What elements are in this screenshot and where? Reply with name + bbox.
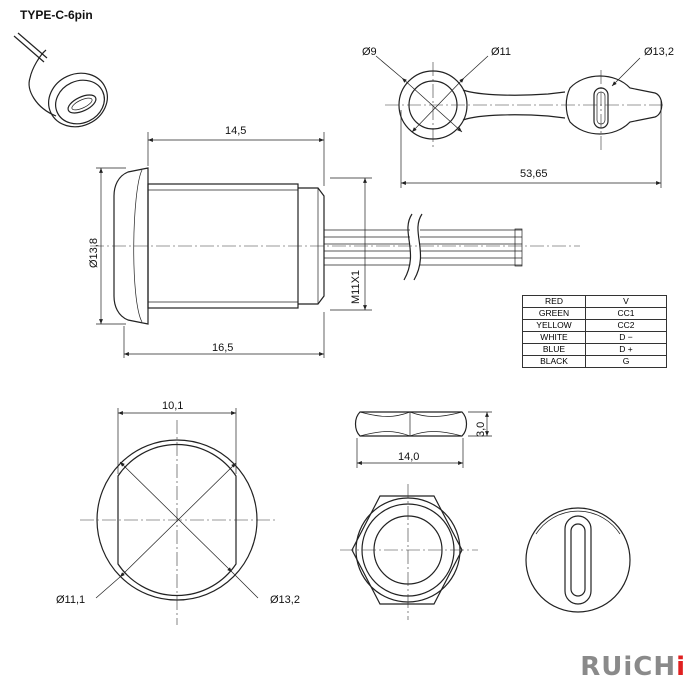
wire-color-cell: YELLOW <box>522 319 586 332</box>
dim-14-5: 14,5 <box>225 125 246 137</box>
brand-text: RUiCH <box>580 652 677 682</box>
table-row: GREEN CC1 <box>522 307 667 320</box>
dim-thread-m11x1: M11X1 <box>350 270 362 304</box>
table-row: BLUE D + <box>522 343 667 356</box>
table-row: BLACK G <box>522 355 667 368</box>
wire-signal-cell: CC1 <box>585 307 667 320</box>
usb-c-port-icon <box>525 507 631 613</box>
drawing-title: TYPE-C-6pin <box>20 8 93 22</box>
dim-53-65: 53,65 <box>520 168 548 180</box>
wire-color-table: RED V GREEN CC1 YELLOW CC2 WHITE D − BLU… <box>522 295 667 368</box>
brand-logo: RUiCHi <box>580 652 686 682</box>
wire-signal-cell: G <box>585 355 667 368</box>
nut-side-view <box>354 411 492 468</box>
dim-d13-2-top: Ø13,2 <box>644 46 674 58</box>
dim-14-0: 14,0 <box>398 451 419 463</box>
wire-signal-cell: D − <box>585 331 667 344</box>
table-row: YELLOW CC2 <box>522 319 667 332</box>
wire-signal-cell: V <box>585 295 667 308</box>
table-row: RED V <box>522 295 667 308</box>
connector-side-view <box>90 132 580 358</box>
wire-color-cell: GREEN <box>522 307 586 320</box>
dim-d13-2-bottom: Ø13,2 <box>270 594 300 606</box>
connector-3d-icon <box>13 32 108 128</box>
wire-color-cell: BLUE <box>522 343 586 356</box>
panel-cutout-view <box>80 408 275 625</box>
wire-color-cell: WHITE <box>522 331 586 344</box>
dim-d9: Ø9 <box>362 46 377 58</box>
dim-10-1: 10,1 <box>162 400 183 412</box>
dim-d11: Ø11 <box>491 46 511 58</box>
table-row: WHITE D − <box>522 331 667 344</box>
dim-3-0: 3,0 <box>475 422 487 437</box>
dim-d13-8: Ø13,8 <box>88 238 100 268</box>
wire-break-icon <box>403 213 423 281</box>
brand-accent-letter: i <box>676 652 686 682</box>
wire-signal-cell: CC2 <box>585 319 667 332</box>
wire-color-cell: BLACK <box>522 355 586 368</box>
wire-color-cell: RED <box>522 295 586 308</box>
hex-nut-icon <box>340 484 478 620</box>
dust-cap-icon <box>375 55 665 188</box>
dim-16-5: 16,5 <box>212 342 233 354</box>
dim-d11-1: Ø11,1 <box>56 594 85 606</box>
wire-signal-cell: D + <box>585 343 667 356</box>
